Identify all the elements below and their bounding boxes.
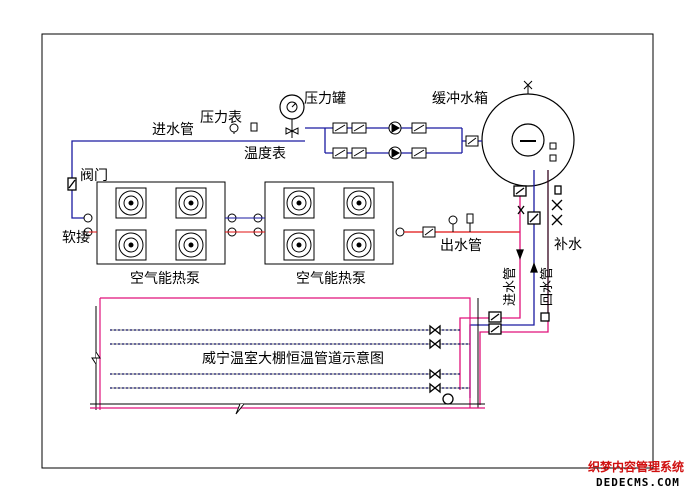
pressure-tank	[279, 94, 305, 138]
heat-pump-1	[96, 181, 226, 265]
pump-bank	[305, 121, 482, 160]
inlet-pipe-top-label: 进水管	[152, 122, 194, 138]
watermark-en: DEDECMS.COM	[596, 476, 680, 489]
buffer-tank-label: 缓冲水箱	[432, 91, 488, 107]
field-pipes	[110, 324, 470, 405]
valve-label: 阀门	[80, 168, 108, 184]
outer-frame	[41, 33, 654, 469]
temp-gauge-label: 温度表	[244, 146, 286, 162]
greenhouse-field	[90, 297, 485, 415]
heat-pump-2	[264, 181, 394, 265]
buffer-tank	[481, 80, 575, 187]
makeup-water-label: 补水	[554, 237, 582, 253]
supply-pipe	[67, 140, 305, 219]
heat-pump-2-label: 空气能热泵	[296, 271, 366, 287]
top-gauges	[229, 122, 258, 134]
right-risers	[459, 170, 563, 405]
soft-joint-label: 软接	[62, 229, 90, 246]
outlet-pipe-label: 出水管	[440, 238, 482, 254]
watermark-cn: 织梦内容管理系统	[588, 460, 685, 474]
pressure-gauge-label: 压力表	[200, 110, 242, 126]
diagram-title: 威宁温室大棚恒温管道示意图	[202, 350, 384, 367]
outlet-pipe	[404, 213, 520, 238]
pressure-tank-label: 压力罐	[304, 91, 346, 107]
return-pipe-vertical-label: 回水管	[540, 267, 555, 306]
heat-pump-1-label: 空气能热泵	[130, 271, 200, 287]
inlet-pipe-vertical-label: 进水管	[503, 267, 518, 306]
